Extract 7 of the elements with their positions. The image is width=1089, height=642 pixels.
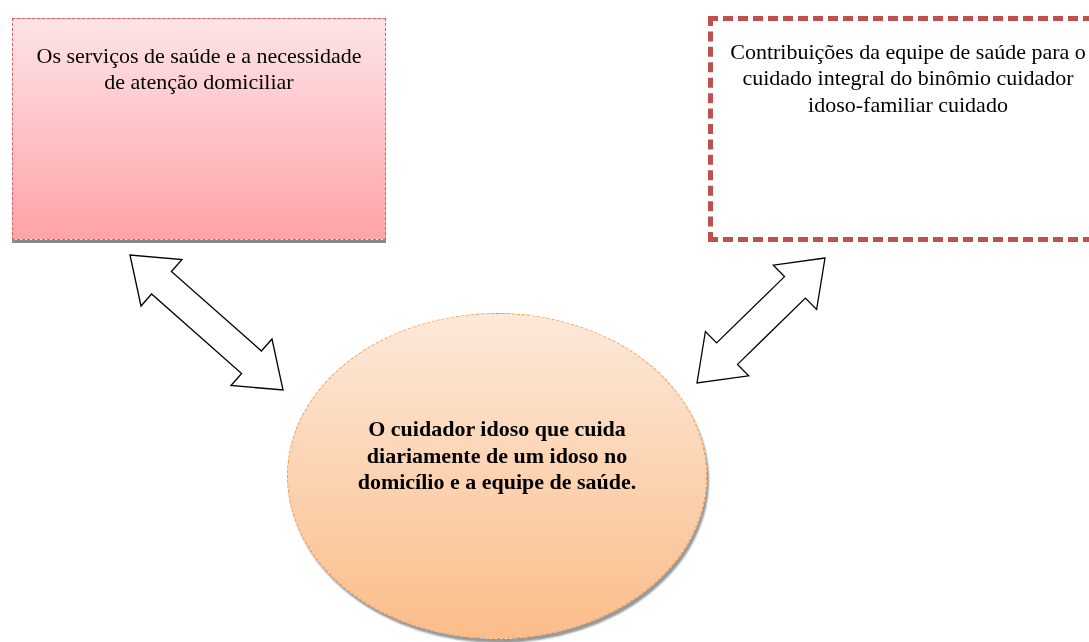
- process-box: [12, 18, 386, 240]
- node-text: O cuidador idoso que cuida diariamente de um idoso no domicílio e a equipe de saúde.: [356, 416, 638, 496]
- double-block-arrow: [696, 257, 826, 384]
- node-text: Os serviços de saúde e a necessidade de atenção domiciliar: [35, 43, 363, 97]
- double-block-arrow: [129, 254, 284, 391]
- node-text: Contribuições da equipe de saúde para o cuidado integral do binômio cuidador idoso-familiar cuidado: [729, 39, 1087, 119]
- process-box: [708, 16, 1089, 242]
